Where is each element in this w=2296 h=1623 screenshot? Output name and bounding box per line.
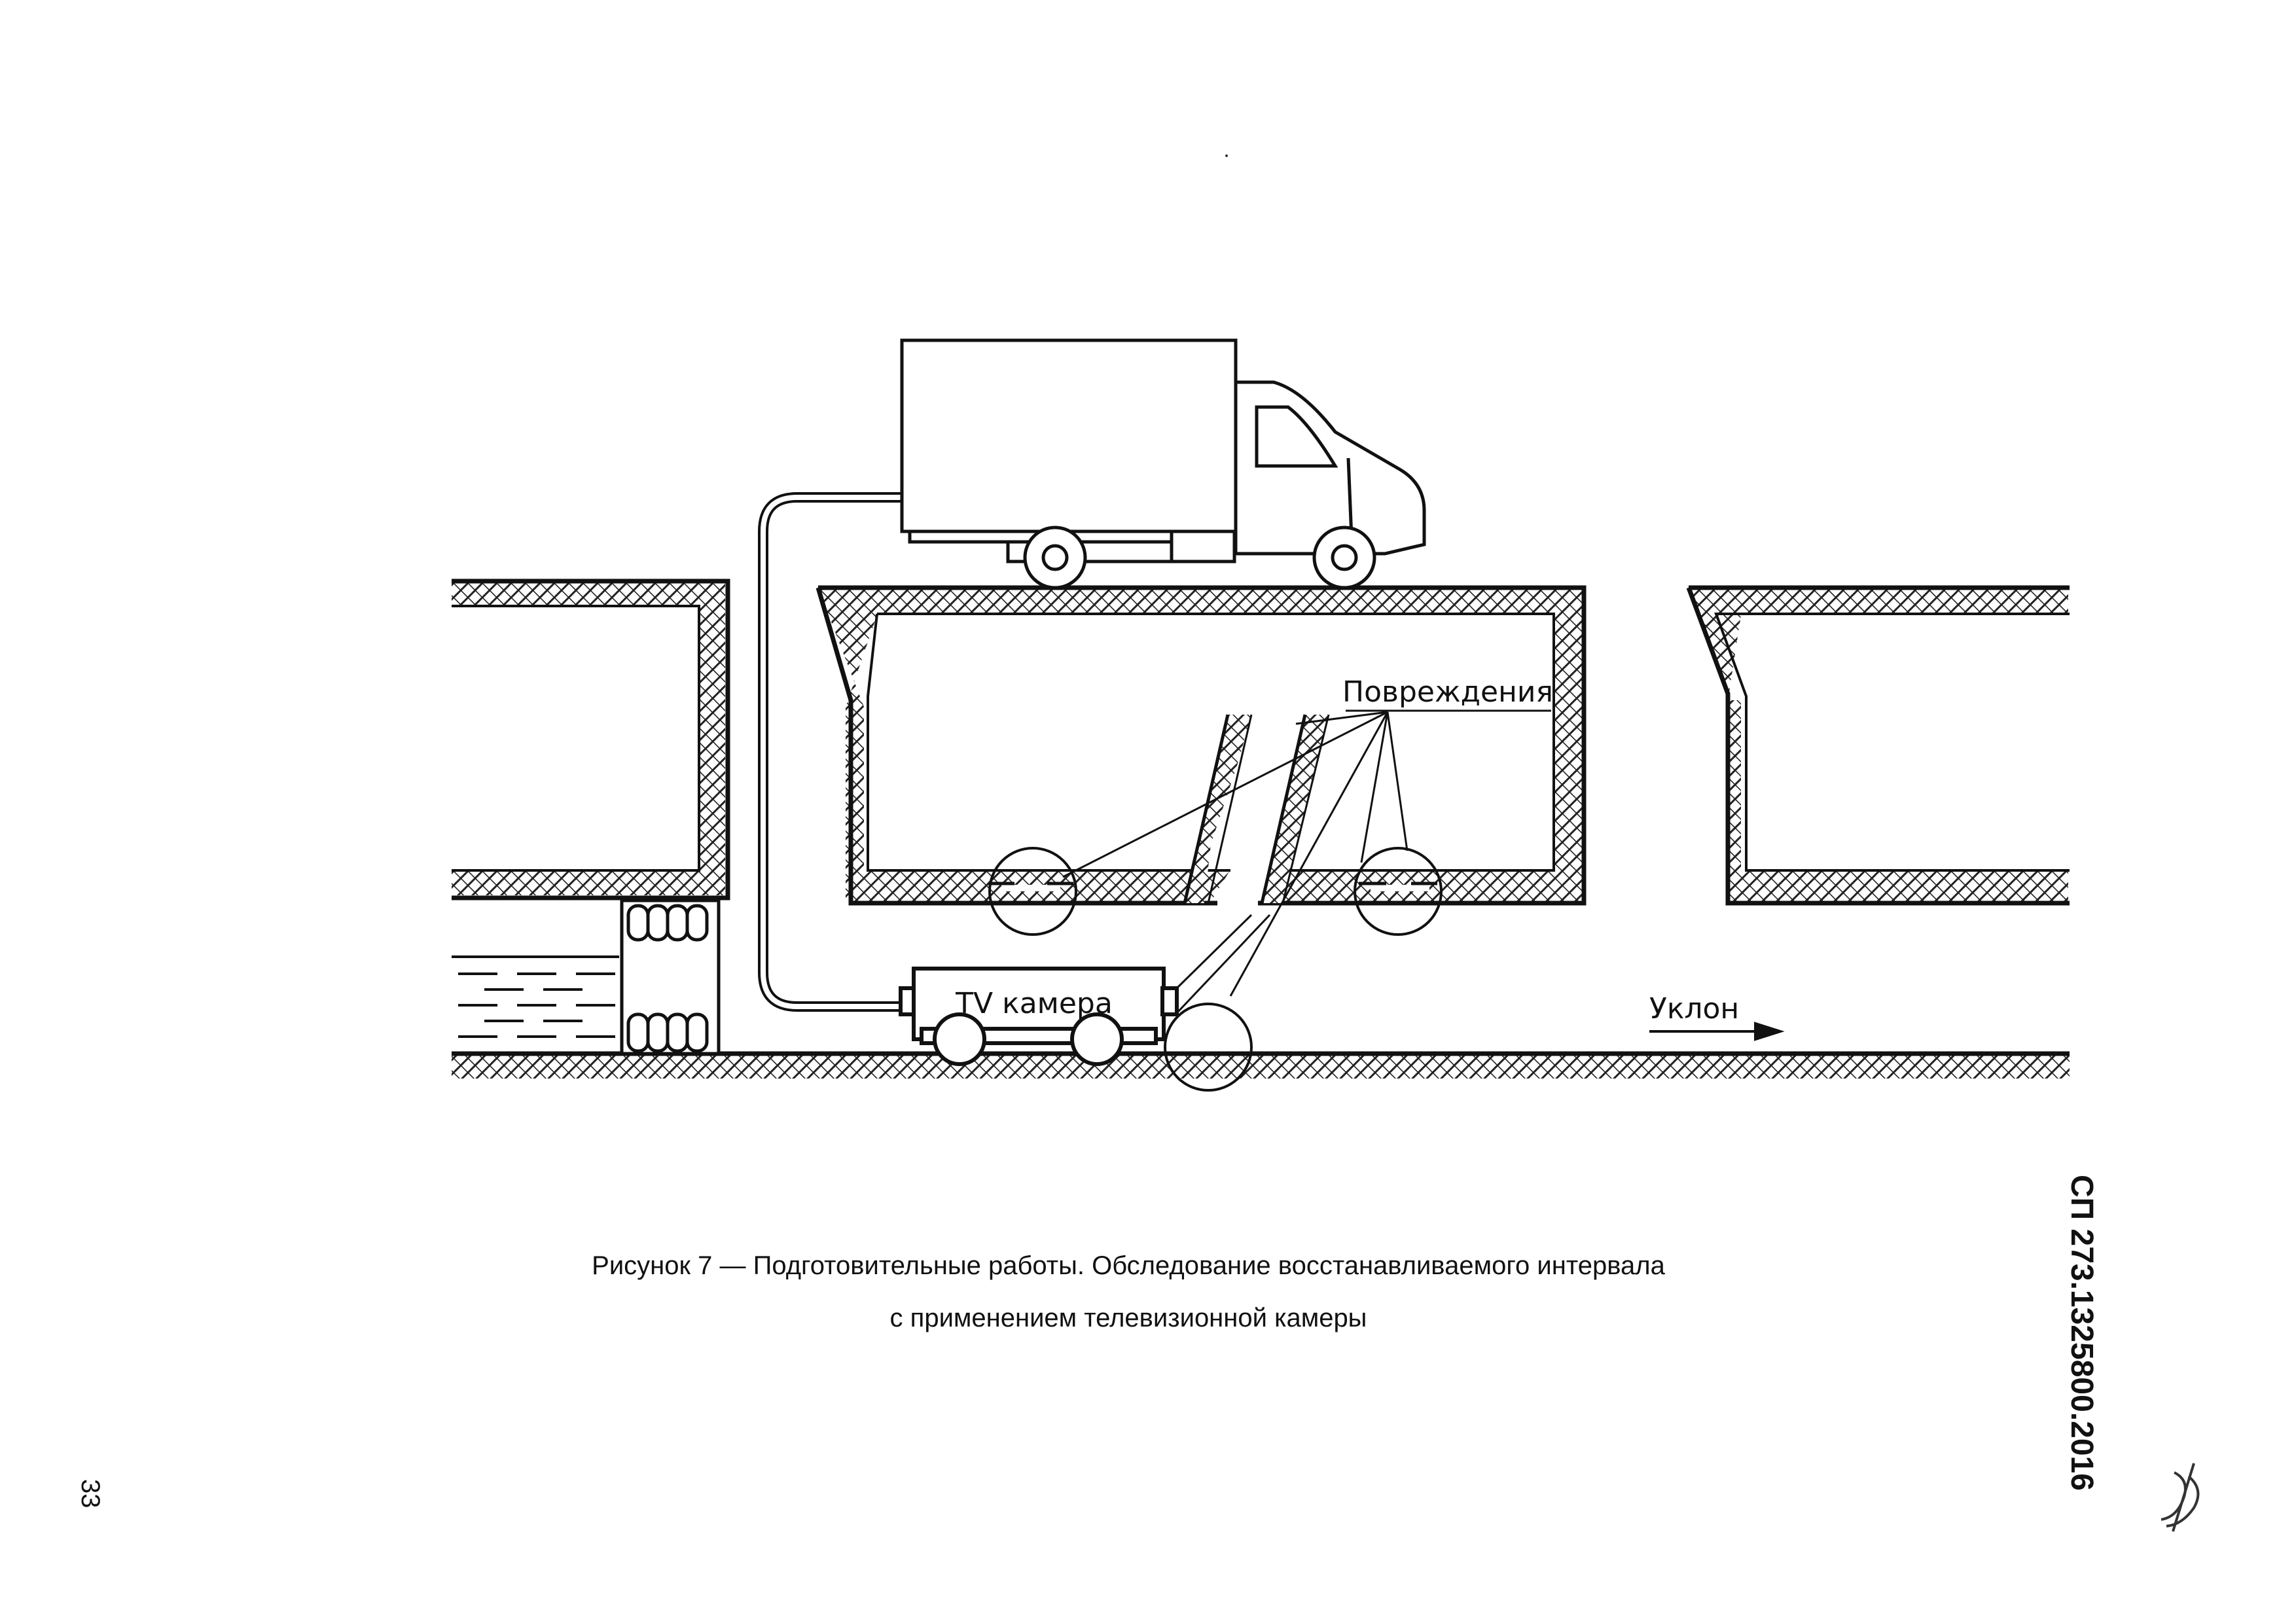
slope-arrow (1649, 1022, 1785, 1041)
survey-truck (900, 338, 1426, 590)
camera-sight-lines (1175, 914, 1271, 1014)
pipe-floor (452, 1051, 2070, 1079)
slope-label: Уклон (1649, 992, 1739, 1026)
pipe-plug (620, 899, 721, 1056)
camera-cable (758, 492, 907, 1012)
damage-joint-gaps (1001, 885, 1429, 891)
ground-block-right (1686, 585, 2070, 906)
camera-label: TV камера (955, 987, 1113, 1020)
ground-block-middle (816, 585, 1587, 906)
scan-speck (1225, 154, 1228, 157)
damage-circles (988, 847, 1443, 1092)
document-code-text: СП 273.1325800.2016 (2064, 1175, 2099, 1491)
tv-camera-crawler (899, 967, 1179, 1066)
damages-label: Повреждения (1342, 675, 1553, 709)
handwritten-initials (2161, 1463, 2200, 1532)
figure-caption-line-2: с применением телевизионной камеры (889, 1304, 1367, 1332)
document-code: СП 273.1325800.2016 (2064, 1175, 2132, 1515)
ground-block-left (452, 579, 730, 901)
page-number: 33 (76, 1479, 137, 1518)
page-number-text: 33 (76, 1479, 105, 1508)
damage-leader-lines (1062, 711, 1408, 997)
figure-caption-line-1: Рисунок 7 — Подготовительные работы. Обс… (592, 1251, 1665, 1280)
water-level (452, 955, 619, 1038)
